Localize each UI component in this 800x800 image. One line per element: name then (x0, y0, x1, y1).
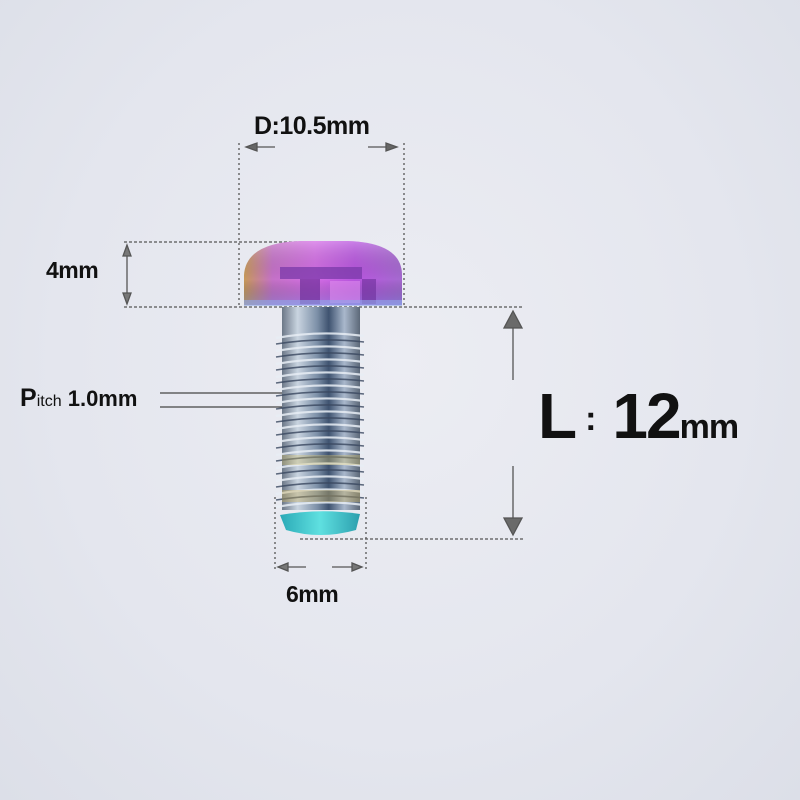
screw-head (244, 241, 402, 306)
length-dimension-lines (300, 309, 524, 540)
head-height-label: 4mm (46, 257, 99, 283)
screw-shaft (275, 307, 365, 535)
pitch-leader-lines (160, 392, 283, 408)
pitch-label-prefix: P (20, 384, 37, 412)
length-letter: L (538, 380, 577, 452)
pitch-label-middle: itch (36, 393, 62, 410)
thread-diameter-dimension-lines (274, 497, 367, 572)
diameter-dimension-lines (238, 142, 405, 305)
length-unit: mm (679, 408, 739, 446)
length-value: 12 (612, 380, 681, 452)
pitch-label-value: 1.0mm (67, 386, 138, 411)
pitch-label: Pitch 1.0mm (20, 384, 137, 413)
length-label: L:12mm (538, 384, 739, 448)
length-colon: : (585, 400, 596, 438)
thread-diameter-label: 6mm (286, 581, 339, 607)
head-diameter-label: D:10.5mm (254, 112, 370, 140)
